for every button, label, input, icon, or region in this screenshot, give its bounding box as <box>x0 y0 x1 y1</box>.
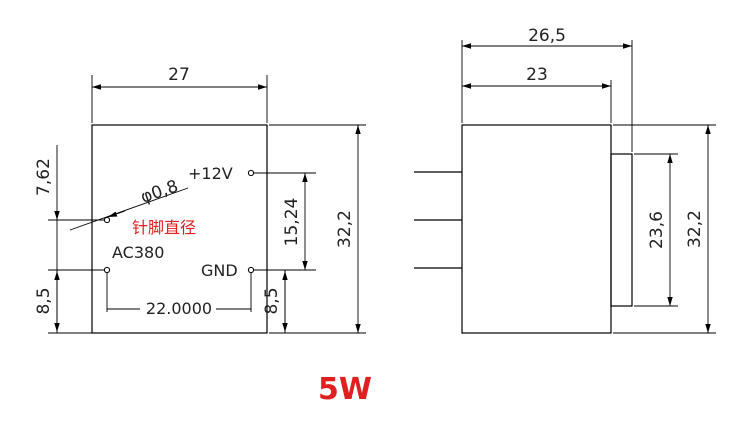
diameter-leader <box>69 187 189 231</box>
body-width-dimension: 23 <box>526 65 548 85</box>
pin-pitch-vertical: 15,24 <box>282 198 302 247</box>
height-dimension: 32,2 <box>335 210 355 248</box>
pin-pitch-horizontal: 22.0000 <box>146 299 212 318</box>
side-height-dimension: 32,2 <box>685 210 705 248</box>
pin-diameter: φ0,8 <box>138 176 181 207</box>
pin-ac-bottom <box>103 266 111 274</box>
overall-width-dimension: 26,5 <box>528 26 566 46</box>
label-12v: +12V <box>188 164 233 183</box>
power-rating: 5W <box>318 372 372 407</box>
label-mask <box>140 299 216 317</box>
offset-left-bottom-dimension: 8,5 <box>34 287 54 314</box>
width-dimension: 27 <box>168 65 190 85</box>
front-view: 27 32,2 15,24 22.0000 7,62 8,5 <box>34 65 366 334</box>
front-body-outline <box>91 124 268 334</box>
offset-right-bottom-dimension: 8,5 <box>262 287 282 314</box>
offset-top-dimension: 7,62 <box>34 158 54 196</box>
inner-height-dimension: 23,6 <box>647 211 667 249</box>
diameter-arrow <box>107 210 126 218</box>
pin-12v <box>247 169 255 177</box>
side-view: 26,5 23 23,6 32,2 <box>414 26 716 334</box>
side-inner-block <box>610 153 633 307</box>
pin-ac-top <box>103 216 111 224</box>
pin-diameter-note: 针脚直径 <box>132 218 196 237</box>
label-gnd: GND <box>201 261 238 280</box>
label-ac380: AC380 <box>112 243 164 262</box>
side-body-outline <box>461 124 612 334</box>
pin-gnd <box>247 266 255 274</box>
